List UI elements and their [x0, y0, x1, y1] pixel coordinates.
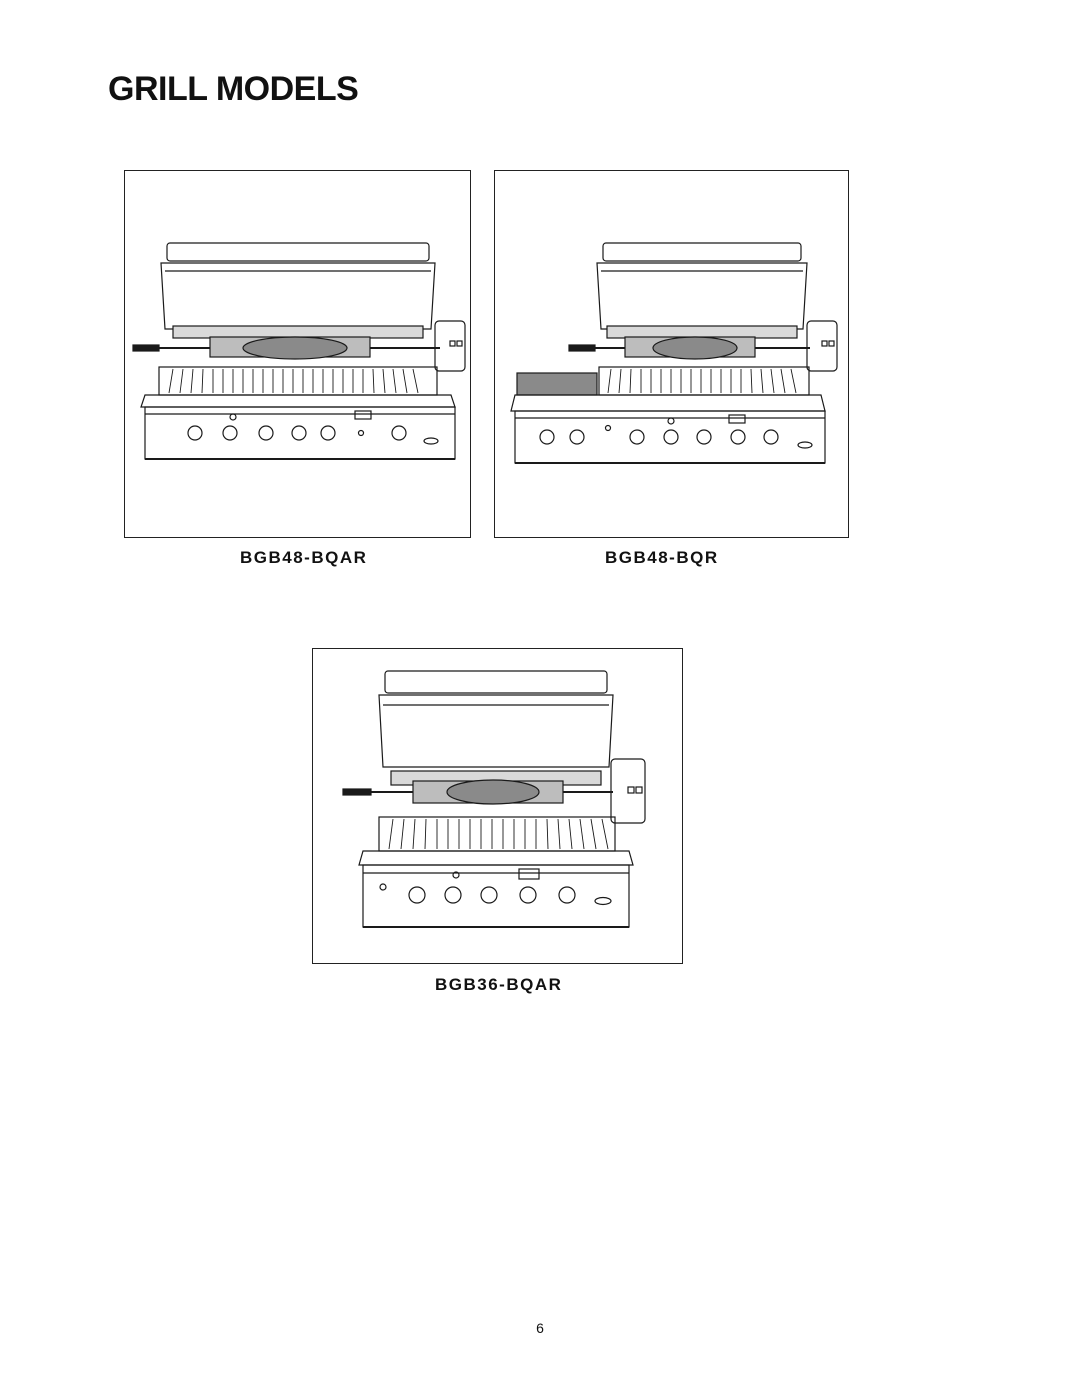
page-title: GRILL MODELS: [108, 70, 359, 108]
page-number: 6: [536, 1320, 544, 1336]
figure-caption: BGB36-BQAR: [435, 975, 563, 994]
grill-illustration-bgb48-bqar: [132, 242, 466, 460]
grill-illustration-bgb48-bqr: [510, 242, 838, 464]
grill-illustration-bgb36-bqar: [342, 670, 646, 928]
figure-bgb48-bqar: [124, 170, 471, 538]
figure-caption: BGB48-BQR: [605, 548, 719, 567]
figure-bgb48-bqr: [494, 170, 849, 538]
figure-caption: BGB48-BQAR: [240, 548, 368, 567]
figure-bgb36-bqar: [312, 648, 683, 964]
